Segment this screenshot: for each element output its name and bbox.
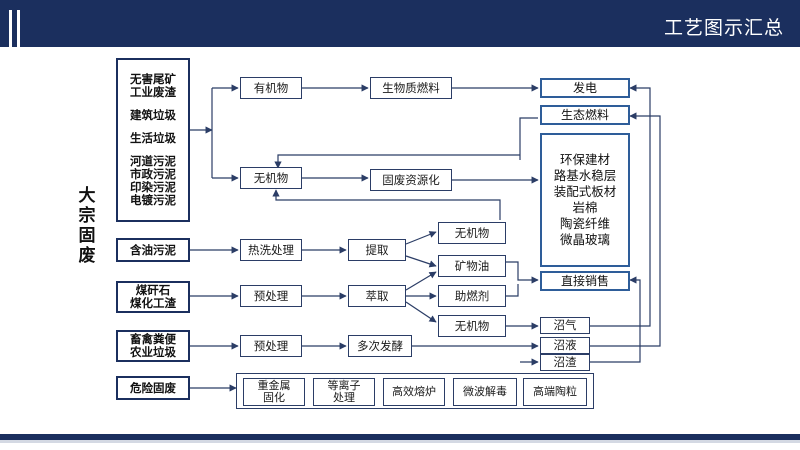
connector: [590, 112, 661, 347]
output-power: 发电: [540, 78, 630, 98]
header-accent-bar: [9, 10, 12, 47]
output-material-item: 岩棉: [572, 200, 598, 215]
process-mineral-oil: 矿物油: [438, 255, 506, 277]
process-inorganic-2: 无机物: [438, 222, 506, 244]
output-material-item: 陶瓷纤维: [559, 216, 610, 231]
side-label: 大宗固废: [76, 186, 98, 266]
process-biomass-fuel: 生物质燃料: [370, 77, 452, 99]
connector: [506, 261, 539, 284]
hazard-method-line: 等离子: [327, 379, 361, 392]
output-biogas-residue: 沼渣: [540, 354, 590, 371]
hazard-method-line: 处理: [333, 391, 355, 404]
process-inorganic: 无机物: [240, 167, 302, 189]
output-eco-fuel: 生态燃料: [540, 105, 630, 125]
process-solvent-extract: 萃取: [348, 285, 406, 307]
hazard-method: 重金属 固化: [243, 378, 305, 406]
source-bulk-item: 市政污泥: [130, 167, 176, 181]
source-bulk-item: 印染污泥: [130, 180, 176, 194]
source-hazardous: 危险固废: [116, 376, 190, 400]
source-bulk-item: 生活垃圾: [130, 131, 176, 145]
footer-shadow: [0, 440, 800, 443]
source-farm: 畜禽粪便 农业垃圾: [116, 330, 190, 362]
process-organic: 有机物: [240, 77, 302, 99]
source-bulk-item: 无害尾矿: [130, 72, 176, 86]
connector: [519, 117, 538, 160]
hazard-method-line: 固化: [263, 391, 285, 404]
process-pretreat-coal: 预处理: [240, 285, 302, 307]
output-direct-sale: 直接销售: [540, 271, 630, 291]
hazard-method: 等离子 处理: [313, 378, 375, 406]
source-coal-line: 煤矸石: [135, 283, 171, 297]
connector: [590, 276, 641, 363]
source-bulk-waste: 无害尾矿工业废渣建筑垃圾生活垃圾河道污泥市政污泥印染污泥电镀污泥: [116, 58, 190, 222]
connector: [272, 189, 501, 220]
source-bulk-item: 河道污泥: [130, 154, 176, 168]
process-combustion-aid: 助燃剂: [438, 285, 506, 307]
source-farm-line: 畜禽粪便: [130, 332, 176, 346]
process-extract: 提取: [348, 239, 406, 261]
process-solid-waste-recycling: 固废资源化: [370, 169, 452, 191]
header-bar: 工艺图示汇总: [0, 0, 800, 47]
connector: [405, 271, 437, 291]
hazardous-methods-group: 重金属 固化 等离子 处理 高效熔炉 微波解毒 高端陶粒: [236, 373, 594, 409]
hazard-method-line: 重金属: [257, 379, 291, 392]
connector: [274, 154, 520, 169]
connector: [405, 255, 437, 268]
output-biogas: 沼气: [540, 317, 590, 334]
output-material-item: 环保建材: [559, 152, 610, 167]
source-coal: 煤矸石 煤化工渣: [116, 281, 190, 313]
process-pretreat-farm: 预处理: [240, 335, 302, 357]
footer-bar: [0, 434, 800, 440]
process-hot-wash: 热洗处理: [240, 239, 302, 261]
connector: [590, 84, 651, 327]
header-accent-bar: [17, 10, 20, 47]
page-title: 工艺图示汇总: [663, 17, 784, 39]
connector: [405, 231, 437, 245]
process-inorganic-3: 无机物: [438, 315, 506, 337]
connector: [506, 284, 519, 297]
output-materials: 环保建材路基水稳层装配式板材岩棉陶瓷纤维微晶玻璃: [540, 133, 630, 267]
connector: [405, 301, 437, 323]
side-label-char: 大宗固废: [78, 186, 96, 266]
source-bulk-item: 工业废渣: [130, 85, 176, 99]
hazard-method: 高端陶粒: [523, 378, 587, 406]
output-material-item: 路基水稳层: [553, 168, 617, 183]
process-multi-ferment: 多次发酵: [348, 335, 412, 357]
output-material-item: 装配式板材: [553, 184, 617, 199]
output-material-item: 微晶玻璃: [559, 232, 610, 247]
hazard-method: 微波解毒: [453, 378, 517, 406]
source-coal-line: 煤化工渣: [130, 296, 176, 310]
source-bulk-item: 建筑垃圾: [130, 108, 176, 122]
output-biogas-liquid: 沼液: [540, 337, 590, 354]
hazard-method: 高效熔炉: [383, 378, 445, 406]
source-farm-line: 农业垃圾: [130, 345, 176, 359]
source-oil-sludge: 含油污泥: [116, 238, 190, 262]
source-bulk-item: 电镀污泥: [130, 193, 176, 207]
